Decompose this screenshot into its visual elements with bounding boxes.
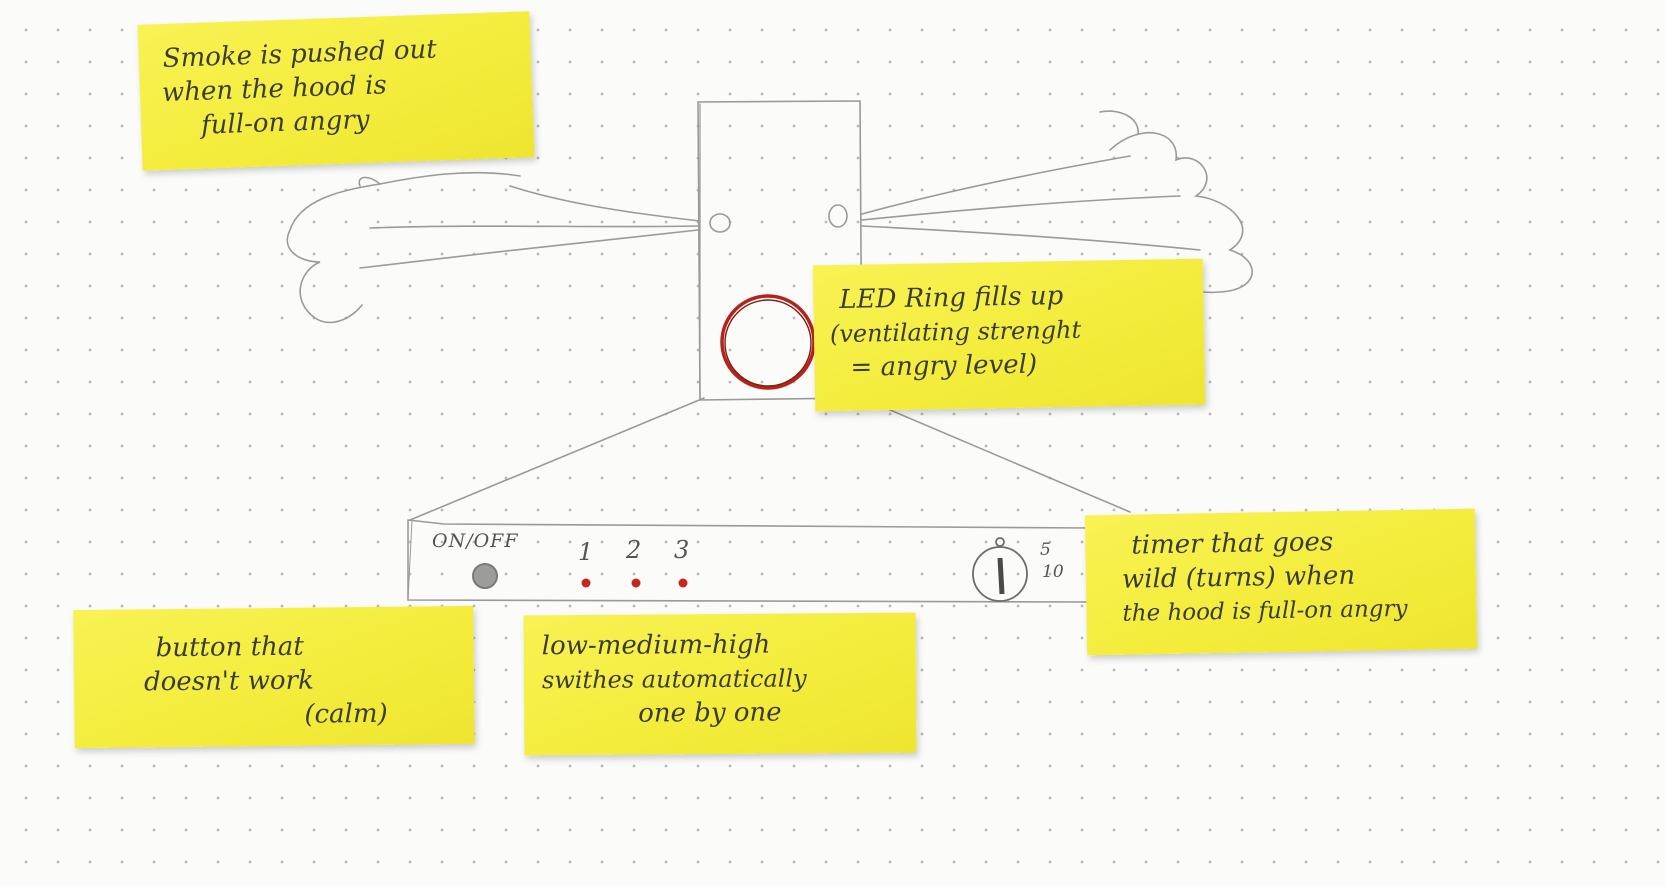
- note-line: one by one: [638, 697, 782, 729]
- speed-dot-3: [678, 578, 688, 588]
- hood-canopy-left: [409, 397, 705, 521]
- timer-knob: [972, 537, 1028, 602]
- sticky-note-button: button that doesn't work (calm): [73, 605, 475, 749]
- speed-label-3: 3: [674, 536, 690, 564]
- timer-label-5: 5: [1040, 540, 1051, 560]
- sticky-note-timer: timer that goes wild (turns) when the ho…: [1084, 508, 1478, 656]
- note-line: button that: [155, 631, 304, 664]
- sticky-note-led-ring: LED Ring fills up (ventilating strenght …: [812, 258, 1206, 412]
- speed-dot-1: [581, 578, 591, 588]
- timer-label-10: 10: [1042, 562, 1064, 582]
- led-ring: [720, 294, 816, 390]
- speed-label-1: 1: [578, 538, 594, 566]
- note-line: low-medium-high: [541, 629, 771, 662]
- speed-label-2: 2: [626, 536, 642, 564]
- right-vent-icon: [828, 204, 848, 228]
- right-smoke: [861, 110, 1253, 294]
- onoff-label: ON/OFF: [432, 530, 519, 552]
- sticky-note-levels: low-medium-high swithes automatically on…: [523, 612, 917, 756]
- left-smoke: [286, 171, 701, 324]
- sticky-note-smoke: Smoke is pushed out when the hood is ful…: [137, 11, 535, 171]
- left-vent-icon: [709, 213, 731, 233]
- note-line: (calm): [304, 698, 388, 730]
- note-line: = angry level): [850, 349, 1038, 383]
- speed-dot-2: [631, 578, 641, 588]
- hood-canopy-right: [861, 397, 1131, 513]
- note-line: swithes automatically: [541, 664, 807, 695]
- note-line: doesn't work: [143, 665, 314, 698]
- onoff-button-sketch: [472, 563, 498, 589]
- note-line: the hood is full-on angry: [1122, 595, 1408, 627]
